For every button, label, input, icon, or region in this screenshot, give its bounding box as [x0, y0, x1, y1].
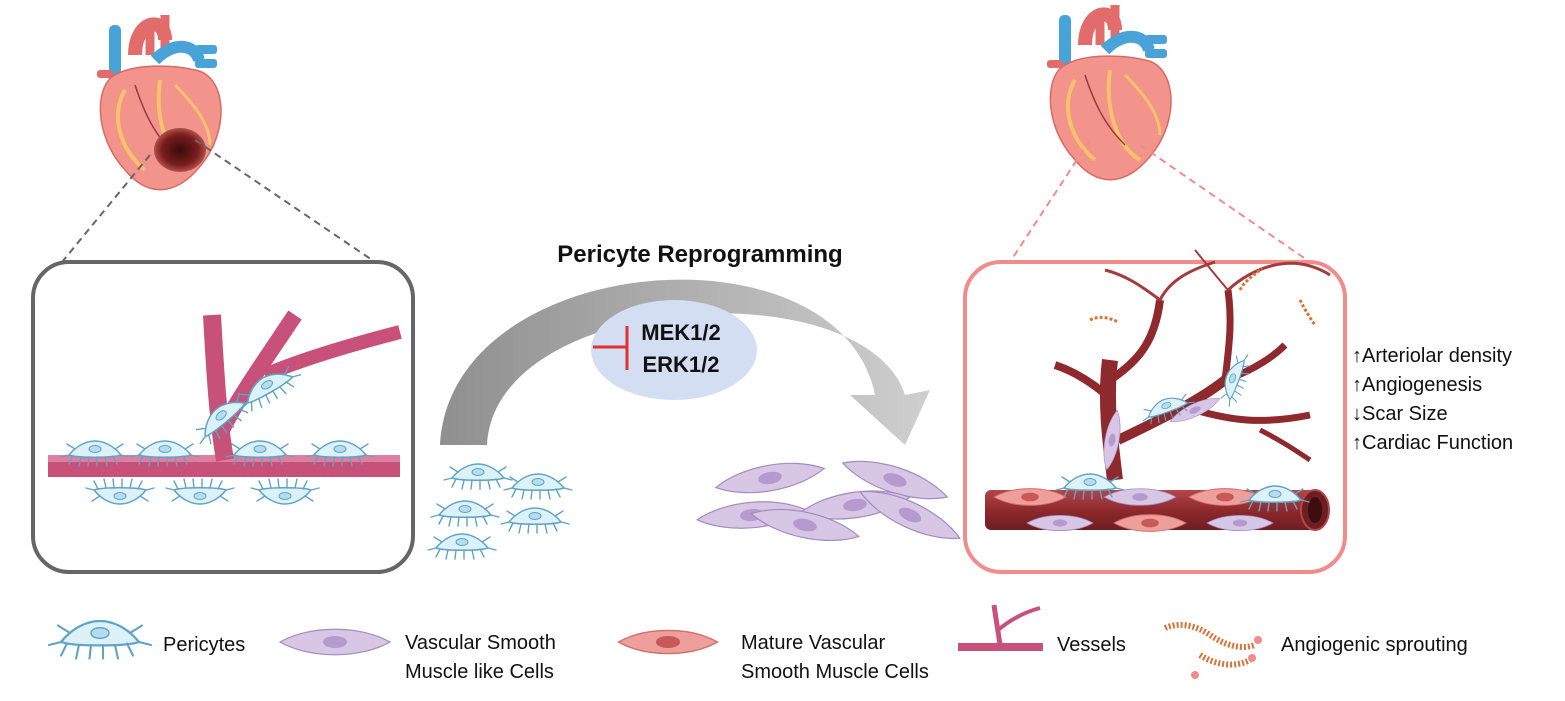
zoom-line-right-b [1139, 144, 1311, 263]
pericyte-cluster-icon [427, 463, 573, 560]
infarct-scar-icon [154, 128, 206, 172]
legend-pericytes-label: Pericytes [163, 634, 245, 656]
diagram-title: Pericyte Reprogramming [557, 241, 842, 268]
legend-sprouting-label: Angiogenic sprouting [1281, 634, 1468, 656]
reprogramming-arrow-icon [440, 279, 930, 445]
zoom-line-left-b [194, 139, 376, 263]
legend: Pericytes Vascular Smooth Muscle like Ce… [47, 604, 1468, 683]
injured-heart-icon [97, 15, 221, 190]
legend-mature-vsmc-icon [617, 629, 719, 655]
legend-vsmc-like-label-line1: Vascular Smooth [405, 632, 556, 654]
inhibitor-erk: ERK1/2 [642, 352, 719, 377]
legend-pericyte-icon [47, 619, 153, 660]
legend-mature-vsmc-label-line1: Mature Vascular [741, 632, 885, 654]
legend-sprouting-icon [1163, 621, 1262, 679]
zoom-line-right-a [1009, 139, 1091, 263]
legend-vsmc-like-icon [279, 628, 391, 656]
outcome-arteriolar-density: ↑Arteriolar density [1352, 345, 1512, 367]
outcome-cardiac-function: ↑Cardiac Function [1352, 432, 1513, 454]
outcome-scar-size: ↓Scar Size [1352, 403, 1448, 425]
outcome-angiogenesis: ↑Angiogenesis [1352, 374, 1482, 396]
inhibition-icon [593, 326, 629, 370]
legend-vessel-icon [958, 604, 1043, 651]
vsmc-like-cluster-icon [695, 450, 966, 551]
legend-vsmc-like-label-line2: Muscle like Cells [405, 661, 554, 683]
inhibitor-bubble [591, 300, 757, 400]
legend-mature-vsmc-label-line2: Smooth Muscle Cells [741, 661, 929, 683]
angiogenic-sprout-marks [1089, 266, 1317, 326]
inhibitor-mek: MEK1/2 [641, 320, 720, 345]
legend-vessels-label: Vessels [1057, 634, 1126, 656]
